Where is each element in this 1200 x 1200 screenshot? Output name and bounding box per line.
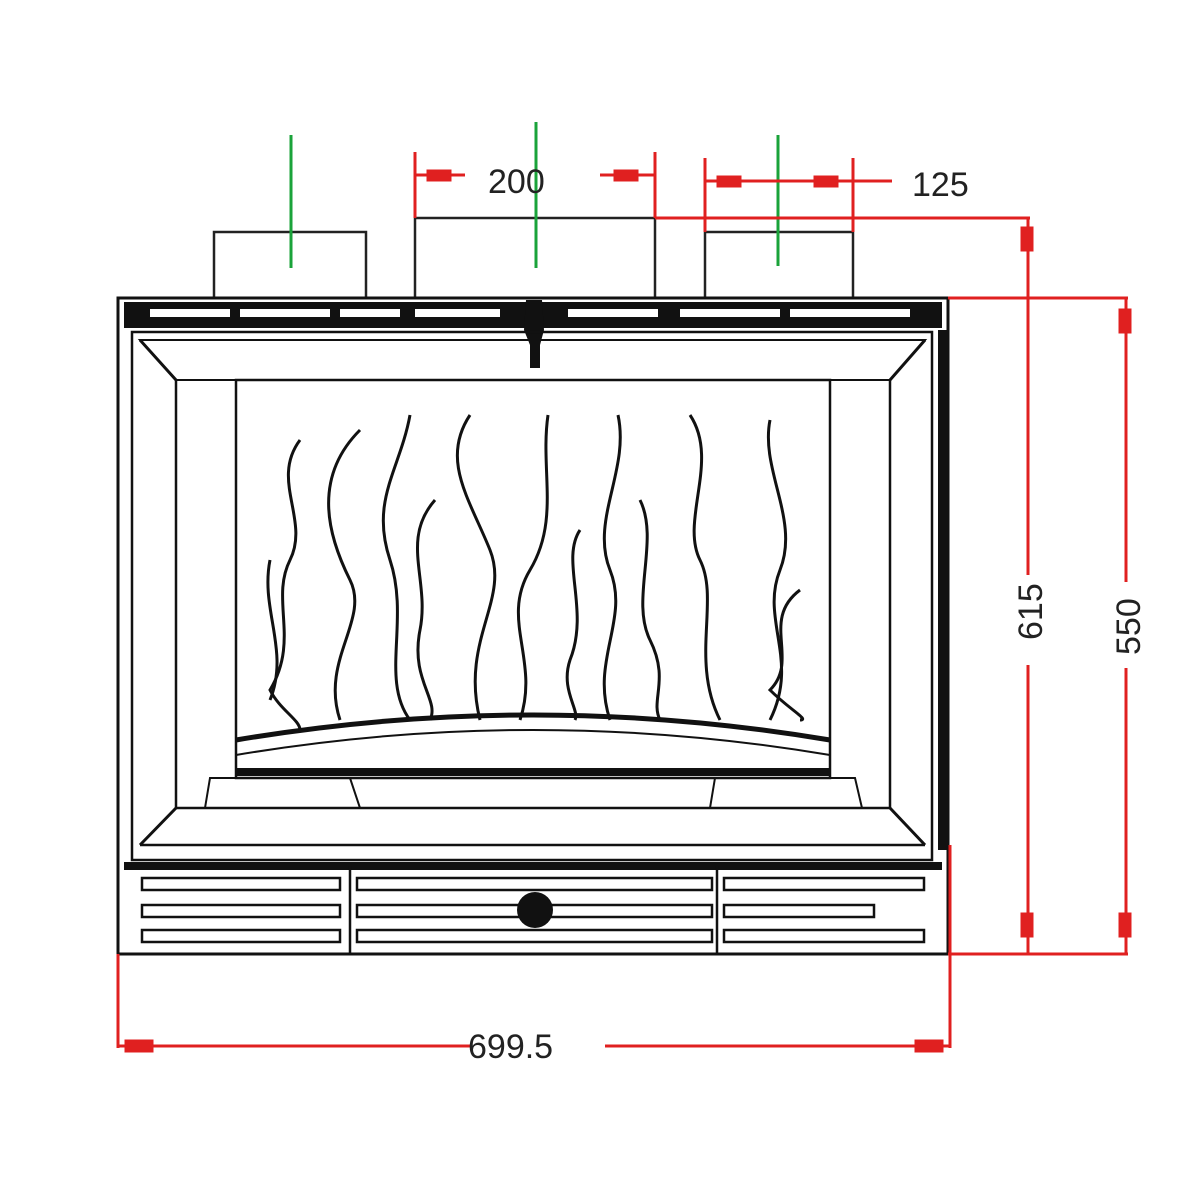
dim-label-200: 200	[488, 163, 545, 201]
fireplace-body	[116, 296, 950, 956]
flame-pattern	[266, 414, 804, 731]
dim-label-125: 125	[912, 166, 969, 204]
centerlines	[289, 122, 780, 268]
dim-label-550: 550	[1110, 598, 1148, 655]
dim-label-615: 615	[1012, 583, 1050, 640]
outlets	[212, 216, 855, 300]
dim-label-699-5: 699.5	[468, 1028, 553, 1066]
dimension-lines	[116, 152, 1132, 1053]
